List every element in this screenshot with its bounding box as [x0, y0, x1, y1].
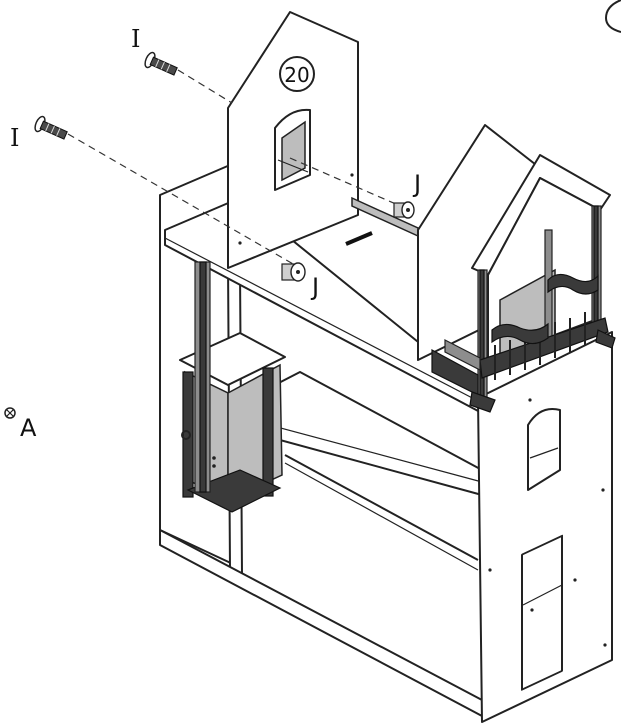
dowel-icon	[393, 201, 415, 219]
screw-label-left: I	[10, 124, 19, 152]
right-front-panel	[477, 331, 613, 723]
step-number: 20	[284, 63, 309, 87]
guide-line-top-screw	[177, 69, 233, 104]
guide-line-upper-dowel	[289, 157, 406, 209]
gable-window	[274, 108, 311, 191]
part-label-a: A	[20, 414, 37, 442]
dowel-label-upper: J	[412, 170, 421, 198]
screw-icon	[34, 115, 68, 140]
floor-slot	[345, 231, 373, 246]
dowel-label-lower: J	[310, 273, 319, 301]
step-number-badge	[279, 56, 315, 92]
elevator-shaft	[179, 261, 286, 513]
cam-lock-icon	[4, 407, 16, 419]
dowel-icon	[281, 262, 306, 282]
gable-panel: 20	[227, 11, 359, 269]
fastener-guides	[67, 69, 406, 269]
roof-tower	[417, 124, 616, 413]
guide-line-left-screw	[67, 133, 301, 269]
right-panel-window	[527, 408, 561, 491]
part-a: A	[4, 407, 37, 442]
bottom-rail	[159, 529, 483, 717]
next-step-badge-edge	[605, 0, 621, 33]
dowel-upper: J	[393, 170, 421, 219]
screw-icon	[144, 51, 178, 76]
dowel-lower: J	[281, 262, 319, 301]
screw-label-top: I	[131, 25, 140, 53]
balcony-railing	[431, 273, 609, 396]
screw-top: I	[131, 25, 178, 76]
mount-holes	[488, 398, 607, 647]
screw-left: I	[10, 115, 68, 152]
right-panel-door	[521, 534, 563, 691]
